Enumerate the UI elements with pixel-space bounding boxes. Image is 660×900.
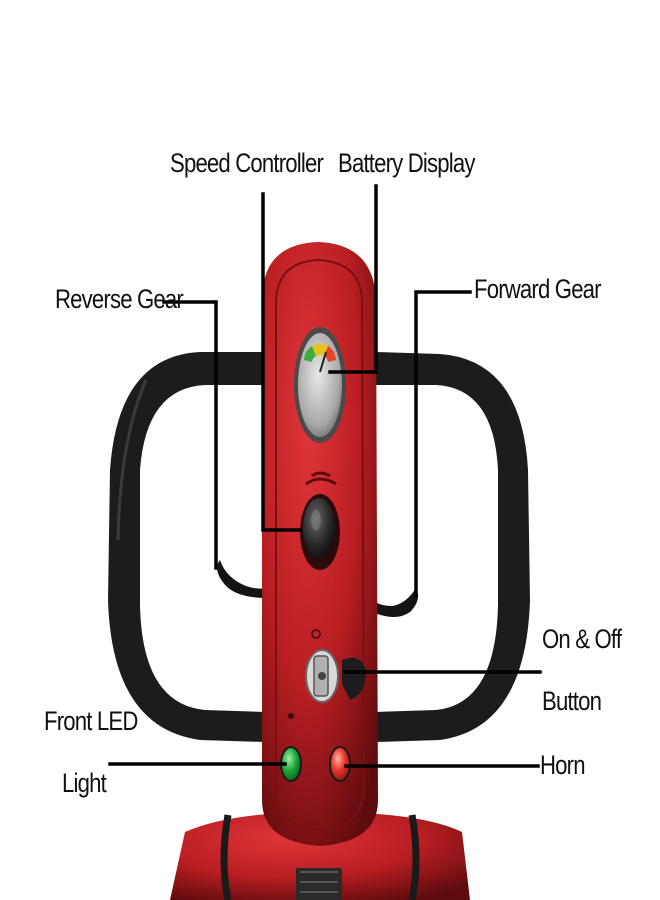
speed-controller-label: Speed Controller (170, 148, 324, 178)
leader-forward-gear (414, 290, 472, 598)
on-off-label-line1: On & Off (542, 624, 622, 654)
reverse-gear-label: Reverse Gear (55, 284, 184, 314)
battery-gauge-icon (294, 327, 346, 443)
leader-speed-controller (261, 192, 302, 532)
battery-display-label: Battery Display (338, 148, 475, 178)
leader-lines (108, 184, 542, 768)
on-off-label-line2: Button (542, 686, 602, 716)
key-switch-icon (305, 629, 366, 703)
front-led-label-line2: Light (62, 768, 107, 798)
red-horn-button-icon (329, 746, 351, 782)
gear-levers (217, 560, 418, 617)
scooter-base (170, 812, 470, 900)
horn-label: Horn (540, 750, 586, 780)
leader-battery-display (328, 184, 378, 374)
front-led-label-line1: Front LED (44, 706, 138, 736)
handlebar-loop (108, 352, 530, 742)
leader-reverse-gear (162, 300, 218, 570)
forward-gear-label: Forward Gear (474, 274, 602, 304)
speed-knob-icon (300, 494, 340, 570)
